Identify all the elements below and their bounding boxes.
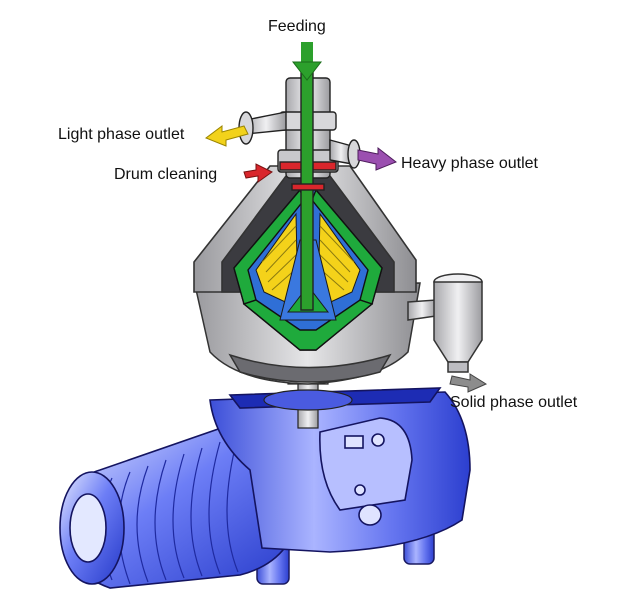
solid-phase-arrow — [449, 373, 488, 393]
heavy-phase-arrow — [357, 146, 397, 171]
feeding-label: Feeding — [268, 18, 326, 35]
heavy-phase-outlet-pipe — [329, 139, 361, 169]
light-phase-arrow — [204, 125, 249, 147]
drum-cleaning-arrow — [243, 163, 273, 183]
light-phase-outlet-label: Light phase outlet — [58, 126, 185, 143]
drum-cleaning-label: Drum cleaning — [114, 166, 218, 183]
feeding-arrow — [291, 42, 323, 81]
heavy-phase-outlet-label: Heavy phase outlet — [401, 155, 538, 172]
solid-phase-outlet-label: Solid phase outlet — [450, 394, 578, 411]
solids-cyclone — [407, 273, 483, 373]
light-phase-outlet-pipe — [238, 111, 287, 145]
inlet-outlet-column — [277, 69, 339, 311]
